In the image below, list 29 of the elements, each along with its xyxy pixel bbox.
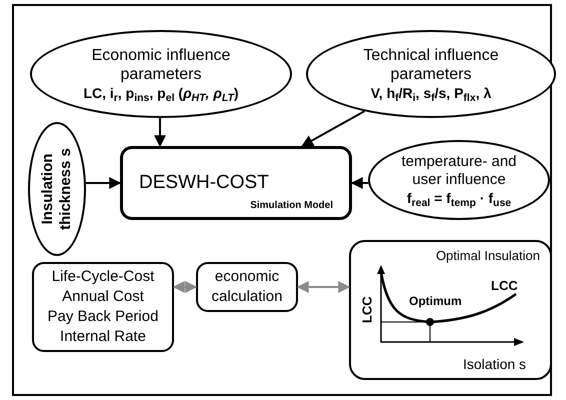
model-title: DESWH-COST <box>139 171 270 195</box>
ellipse-label: Insulation thickness s <box>39 147 75 232</box>
ellipse-heading: Economic influence parameters <box>90 46 232 84</box>
model-subtitle: Simulation Model <box>250 198 333 212</box>
arrow <box>154 118 166 148</box>
arrow <box>86 177 122 189</box>
formula: f$_{real}$ = f$_{temp}$ · f$_{use}$ <box>406 189 512 207</box>
curve-label: LCC <box>491 277 518 295</box>
box-text: Pay Back Period <box>48 307 158 327</box>
formula: LC, i$_{r}$, p$_{ins}$, p$_{el}$ (ρ$_{HT}$, ρ$_{LT}$) <box>83 84 239 102</box>
axis-label: Isolation s <box>463 355 526 374</box>
chart-panel <box>349 240 552 380</box>
model-box <box>120 146 352 220</box>
arrow <box>350 177 368 189</box>
box-text: Annual Cost <box>62 287 144 307</box>
arrow <box>172 281 198 293</box>
ellipse-heading: temperature- and user influence <box>400 153 518 189</box>
formula: V, h$_{f}$/R$_{i}$, s$_{f}$/s, P$_{flx}$, λ <box>370 84 492 102</box>
panel-title: Optimal Insulation <box>436 247 540 265</box>
box-text: Life-Cycle-Cost <box>52 267 154 287</box>
curve-label: Optimum <box>409 293 462 310</box>
ellipse-heading: Technical influence parameters <box>362 46 500 84</box>
process-box <box>196 262 298 312</box>
arrow <box>296 281 350 293</box>
process-box <box>32 262 174 352</box>
axis-label: LCC <box>358 296 376 324</box>
box-text: economic calculation <box>210 267 284 307</box>
box-text: Internal Rate <box>60 327 146 347</box>
arrow <box>301 110 365 147</box>
